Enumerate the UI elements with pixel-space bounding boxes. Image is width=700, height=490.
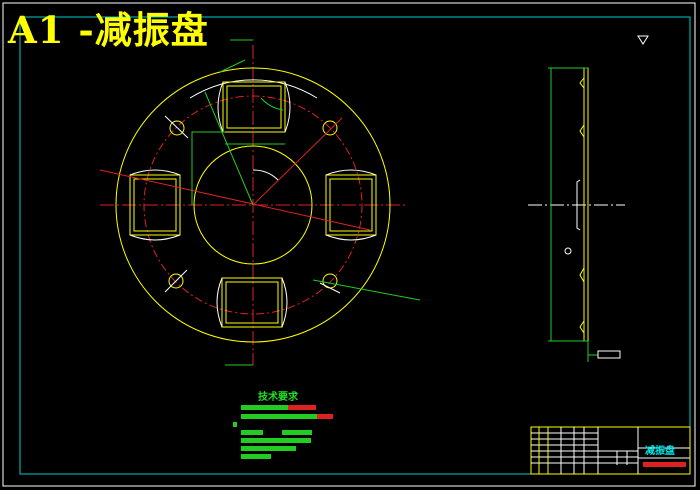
diagonal-center-line: [252, 117, 343, 206]
rivet-holes: [168, 120, 338, 289]
inner-bore-circle: [193, 145, 313, 265]
technical-requirements-heading: 技术要求: [258, 392, 298, 403]
technical-requirements-lines: [233, 405, 333, 459]
side-view: [528, 35, 649, 362]
dimension-lines: [191, 39, 421, 366]
surface-finish-symbol: [637, 35, 649, 45]
reference-arc: [189, 79, 318, 99]
hole-cross-marks: [164, 115, 341, 294]
window-sections: [579, 77, 585, 334]
section-line: [99, 169, 371, 231]
spring-window-right: [325, 169, 377, 241]
title-block: [530, 426, 691, 475]
hole: [169, 120, 185, 136]
spring-window-bottom: [216, 277, 288, 328]
tolerance-frame: [597, 350, 621, 359]
side-dimension: [548, 67, 598, 362]
outer-circle: [115, 67, 391, 343]
datum-marker: [564, 247, 572, 255]
front-view: [99, 39, 421, 366]
pitch-circle: [143, 95, 363, 315]
spring-window-left: [129, 169, 181, 241]
hole: [322, 120, 338, 136]
spring-window-top: [217, 81, 291, 133]
drawing-number-mark: [643, 462, 686, 467]
hub-step: [576, 179, 581, 231]
hole: [168, 273, 184, 289]
angle-arc: [252, 169, 279, 181]
drawing-title: A1 -减振盘: [8, 8, 209, 52]
drawing-frame: [19, 16, 691, 475]
title-block-part-name: 减振盘: [645, 446, 675, 457]
